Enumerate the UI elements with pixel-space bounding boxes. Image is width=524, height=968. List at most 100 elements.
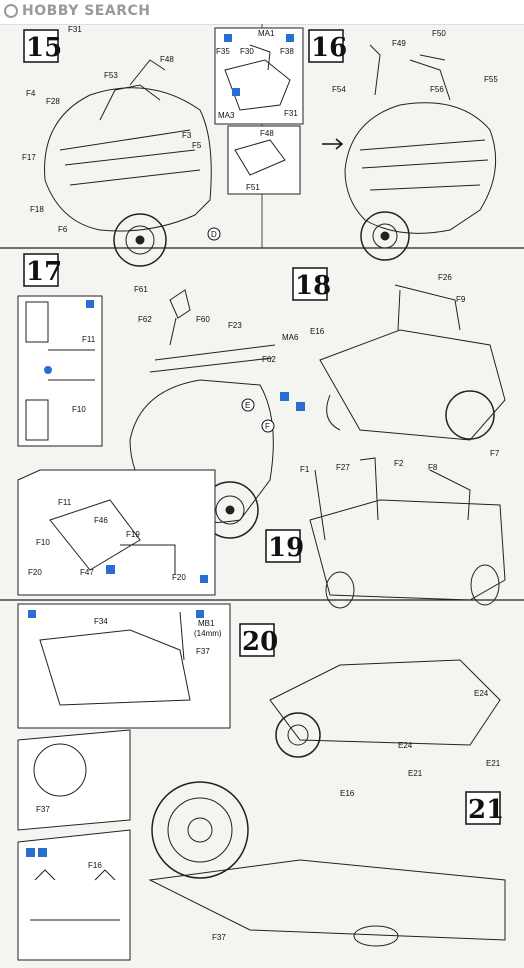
svg-text:F27: F27: [336, 463, 350, 472]
svg-text:F31: F31: [68, 25, 82, 34]
step17-inset-left: [17, 295, 103, 447]
svg-text:F62: F62: [138, 315, 152, 324]
paint-marker-icon: [200, 575, 208, 583]
paint-marker-icon: [280, 392, 289, 401]
logo-text: HOBBY SEARCH: [22, 3, 151, 19]
svg-text:F28: F28: [46, 97, 60, 106]
step20-inset: [17, 603, 231, 729]
step-number-17: 17: [23, 253, 62, 287]
svg-text:F11: F11: [58, 498, 72, 507]
step15-part-labels: F31 F53 F48 F4 F28 F17 F18 F6 F3 F5 MA1 …: [22, 25, 298, 234]
marker-f-label: F: [265, 422, 270, 431]
svg-text:F4: F4: [26, 89, 36, 98]
svg-text:F11: F11: [82, 335, 96, 344]
svg-text:F31: F31: [284, 109, 298, 118]
step20-wheel-detail: [17, 729, 131, 831]
paint-marker-icon: [28, 610, 36, 618]
svg-text:18: 18: [295, 271, 331, 301]
paint-marker-icon: [196, 610, 204, 618]
blue-paint-markers-21: [26, 848, 47, 857]
svg-text:F53: F53: [104, 71, 118, 80]
markers-e-f: [241, 398, 275, 433]
step15-inset-bottom: [227, 125, 301, 195]
svg-text:F37: F37: [196, 647, 210, 656]
svg-text:F2: F2: [394, 459, 404, 468]
blue-dot-marker: [44, 366, 52, 374]
paint-marker-icon: [296, 402, 305, 411]
svg-text:F10: F10: [72, 405, 86, 414]
svg-text:F20: F20: [172, 573, 186, 582]
svg-text:17: 17: [26, 257, 62, 287]
step20-part-labels: F34 MB1 (14mm) F37 F37 E24 E24 E21 E21 E…: [36, 617, 501, 814]
svg-text:F34: F34: [94, 617, 108, 626]
marker-d-label: D: [211, 230, 217, 239]
step17-inset-bottom: [17, 469, 216, 596]
svg-text:F47: F47: [80, 568, 94, 577]
step21-part-labels: F16 F37: [88, 861, 226, 942]
svg-text:F49: F49: [392, 39, 406, 48]
svg-text:F55: F55: [484, 75, 498, 84]
paint-marker-icon: [106, 565, 115, 574]
logo-circle-icon: [4, 4, 18, 18]
svg-text:(14mm): (14mm): [194, 629, 222, 638]
paint-marker-icon: [232, 88, 240, 96]
paint-marker-icon: [286, 34, 294, 42]
svg-text:F61: F61: [134, 285, 148, 294]
svg-text:F16: F16: [88, 861, 102, 870]
svg-text:F38: F38: [280, 47, 294, 56]
svg-text:F7: F7: [490, 449, 500, 458]
step-number-18: 18: [292, 267, 331, 301]
step17-part-labels: F61 F62 F60 F23 F62 F11 F10 F11 F46 F19 …: [28, 285, 276, 582]
svg-text:F37: F37: [36, 805, 50, 814]
paint-marker-icon: [86, 300, 94, 308]
step-number-16: 16: [308, 29, 347, 63]
svg-text:F8: F8: [428, 463, 438, 472]
svg-text:MA3: MA3: [218, 111, 235, 120]
step16-vehicle-drawing: [344, 44, 497, 261]
blue-paint-markers-15: [224, 34, 294, 96]
svg-text:20: 20: [242, 627, 278, 657]
step-number-20: 20: [239, 623, 278, 657]
svg-text:E21: E21: [486, 759, 501, 768]
svg-text:E24: E24: [398, 741, 413, 750]
svg-text:F23: F23: [228, 321, 242, 330]
svg-text:F46: F46: [94, 516, 108, 525]
svg-text:E16: E16: [310, 327, 325, 336]
svg-text:21: 21: [468, 795, 504, 825]
paint-marker-icon: [26, 848, 35, 857]
svg-text:F50: F50: [432, 29, 446, 38]
step-number-19: 19: [265, 529, 304, 563]
step20-vehicle-drawing: [269, 659, 501, 758]
svg-text:F35: F35: [216, 47, 230, 56]
svg-text:F62: F62: [262, 355, 276, 364]
arrow-15-to-16: [322, 138, 344, 150]
svg-text:F10: F10: [36, 538, 50, 547]
svg-text:F1: F1: [300, 465, 310, 474]
step19-vehicle-drawing: [309, 457, 506, 609]
svg-text:19: 19: [268, 533, 304, 563]
hobby-search-logo[interactable]: HOBBY SEARCH: [4, 3, 150, 19]
svg-text:F6: F6: [58, 225, 68, 234]
svg-text:F19: F19: [126, 530, 140, 539]
svg-text:F51: F51: [246, 183, 260, 192]
step15-inset-top: [214, 27, 304, 125]
svg-text:F60: F60: [196, 315, 210, 324]
svg-text:F30: F30: [240, 47, 254, 56]
svg-text:F20: F20: [28, 568, 42, 577]
step-number-15: 15: [23, 29, 62, 63]
svg-text:F54: F54: [332, 85, 346, 94]
svg-text:F18: F18: [30, 205, 44, 214]
paint-marker-icon: [38, 848, 47, 857]
svg-text:F3: F3: [182, 131, 192, 140]
svg-text:15: 15: [26, 33, 62, 63]
svg-text:F56: F56: [430, 85, 444, 94]
svg-text:16: 16: [311, 33, 347, 63]
svg-text:F26: F26: [438, 273, 452, 282]
svg-text:E21: E21: [408, 769, 423, 778]
svg-text:E16: E16: [340, 789, 355, 798]
step19-part-labels: F1 F27 F2 F8 F7: [300, 449, 500, 474]
blue-paint-markers-17: [106, 565, 208, 583]
marker-e-label: E: [245, 401, 250, 410]
step21-drawing: [17, 781, 506, 961]
